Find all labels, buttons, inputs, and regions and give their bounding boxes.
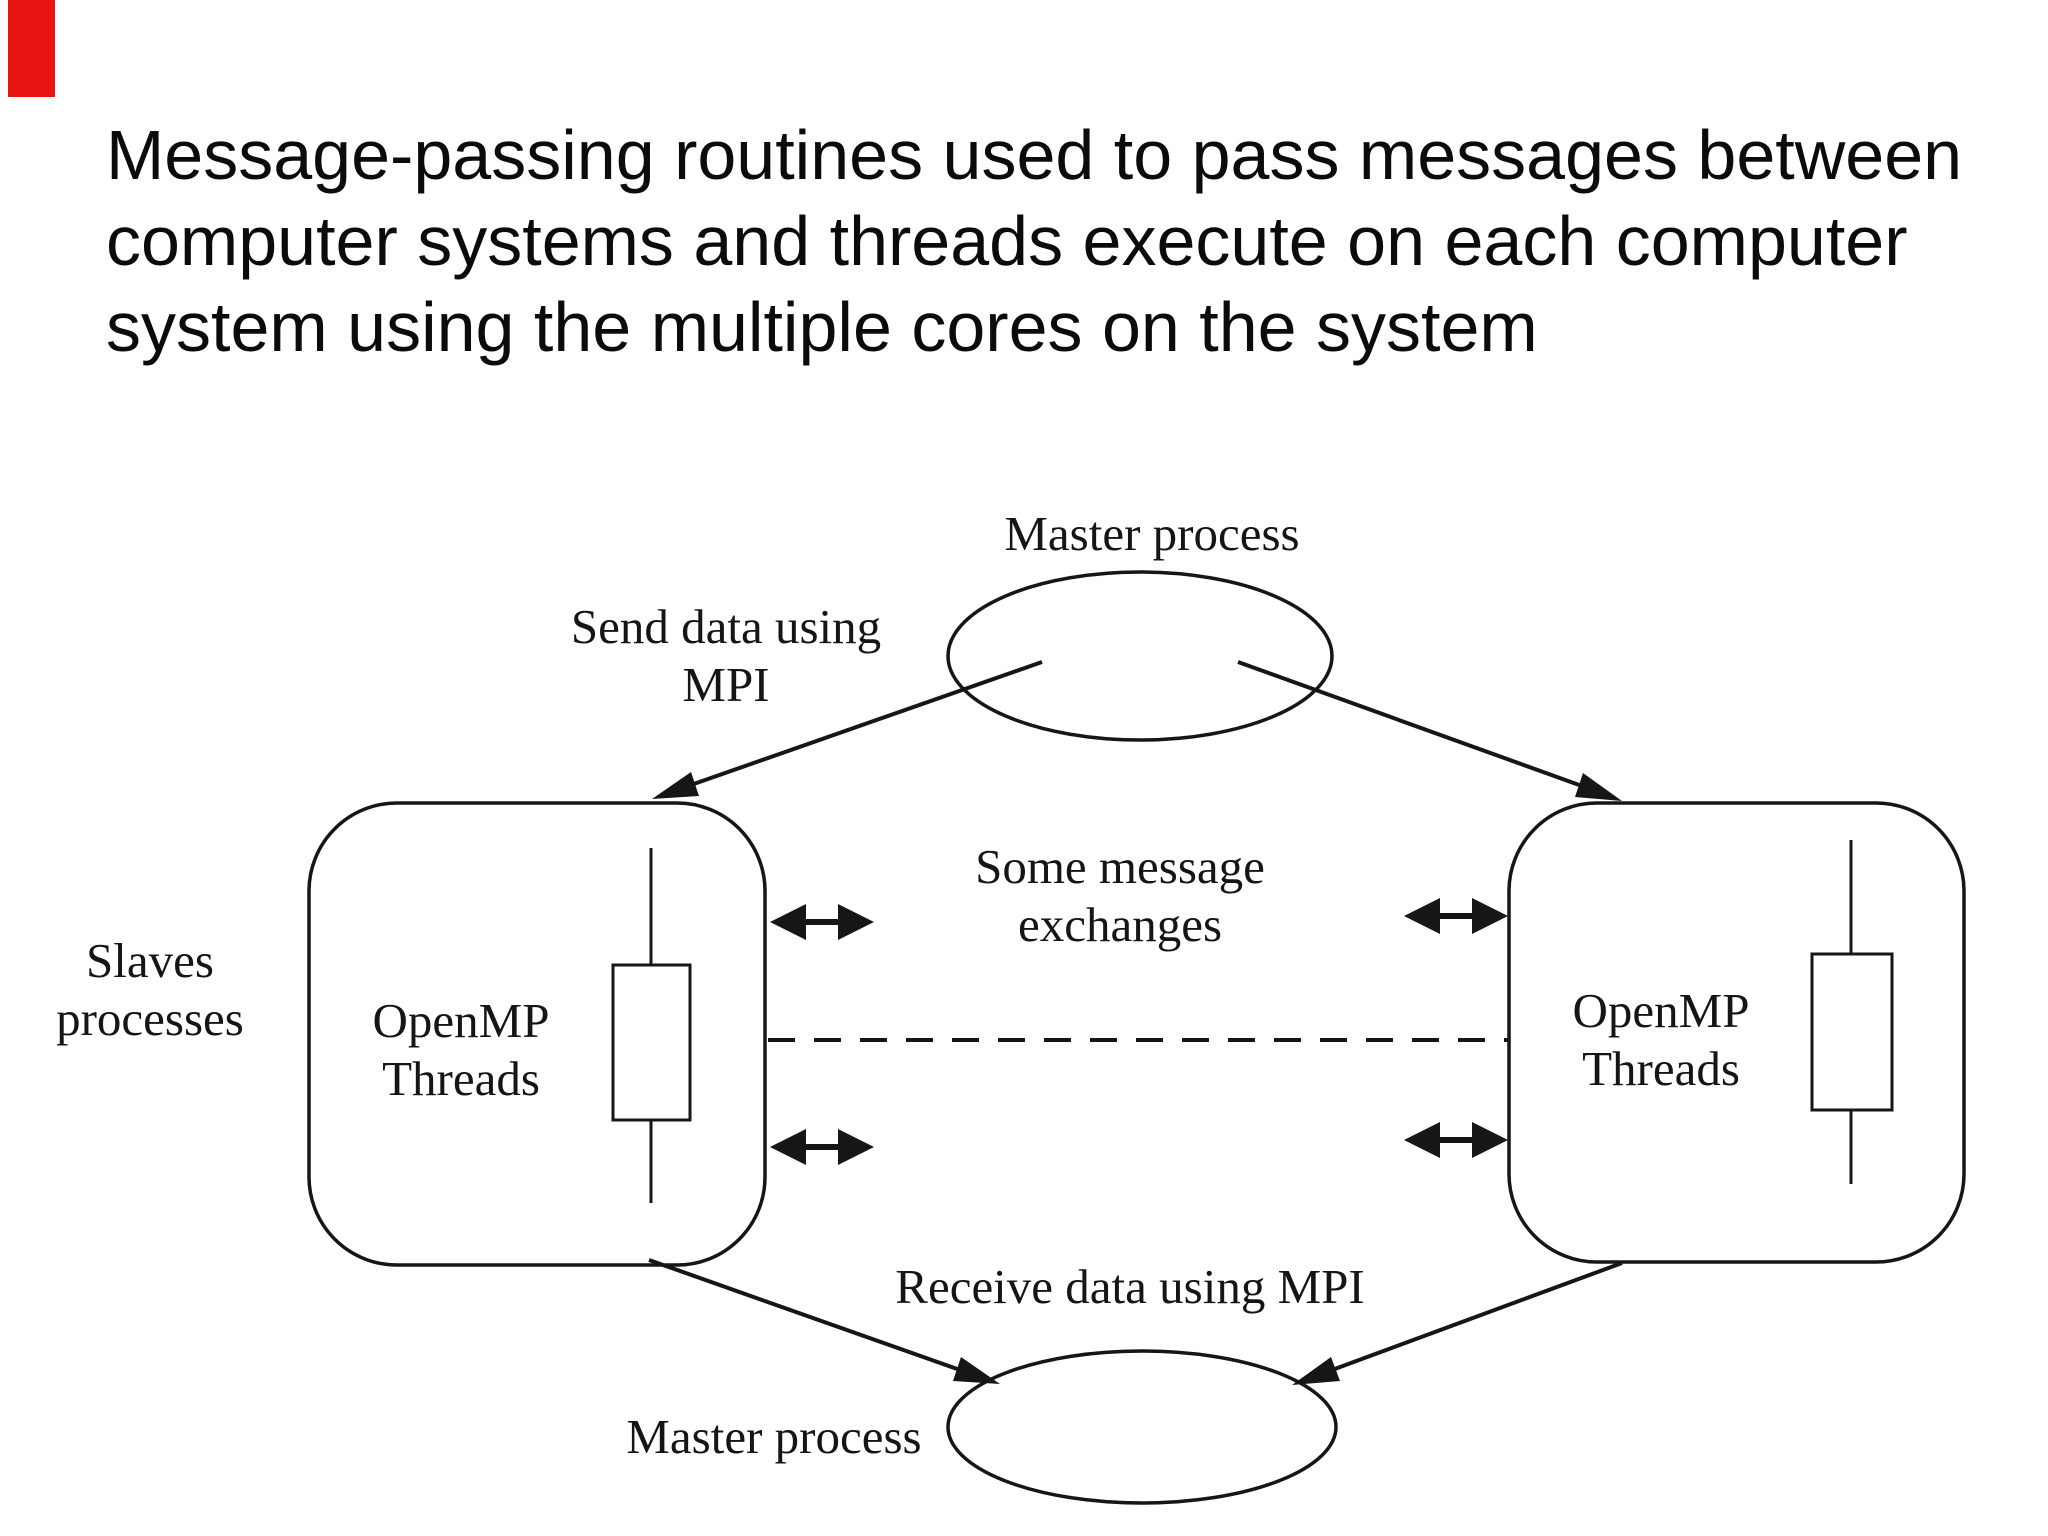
send-arrow-right-head [1575, 773, 1622, 801]
thread-symbol-right [1810, 840, 1894, 1184]
thread-box-left [611, 963, 692, 1122]
slide-title: Message-passing routines used to pass me… [106, 112, 1966, 370]
message-exchange-arrow-bottom-right [1404, 1122, 1508, 1158]
send-data-label: Send data using MPI [571, 598, 881, 714]
openmp-threads-label-left: OpenMP Threads [373, 992, 550, 1108]
receive-arrow-right-head [1292, 1357, 1340, 1385]
slaves-processes-label: Slaves processes [56, 932, 244, 1048]
openmp-threads-label-right: OpenMP Threads [1573, 982, 1750, 1098]
thread-box-right [1810, 952, 1894, 1112]
openmp-right-line1: OpenMP [1572, 983, 1750, 1038]
thread-symbol-left [611, 848, 692, 1203]
master-process-bottom-label: Master process [626, 1409, 922, 1464]
send-data-label-line1: Send data using [570, 599, 882, 654]
slave-box-left [307, 801, 767, 1267]
message-exchange-arrow-top-left [770, 904, 874, 940]
receive-arrow-left-head [953, 1357, 1000, 1384]
title-line-1: Message-passing routines used to pass me… [106, 116, 1963, 194]
red-accent-bar [8, 0, 55, 97]
receive-arrow-left [648, 1258, 1000, 1384]
receive-arrow-right [1292, 1261, 1623, 1385]
openmp-left-line1: OpenMP [372, 993, 550, 1048]
slaves-label-line2: processes [56, 991, 244, 1046]
slave-box-right [1507, 801, 1966, 1264]
master-process-top-label: Master process [1004, 506, 1300, 561]
master-process-bottom-ellipse [946, 1349, 1338, 1505]
receive-data-label: Receive data using MPI [895, 1259, 1365, 1314]
message-exchange-arrow-top-right [1404, 898, 1508, 934]
master-process-top-ellipse [946, 570, 1334, 742]
openmp-left-line2: Threads [382, 1051, 540, 1106]
slaves-label-line1: Slaves [86, 933, 214, 988]
title-line-3: system using the multiple cores on the s… [106, 288, 1538, 366]
title-line-2: computer systems and threads execute on … [106, 202, 1908, 280]
some-message-exchanges-label: Some message exchanges [975, 838, 1265, 954]
send-arrow-right [1237, 660, 1622, 801]
send-data-label-line2: MPI [682, 657, 770, 712]
some-message-line1: Some message [975, 839, 1265, 894]
openmp-right-line2: Threads [1582, 1041, 1740, 1096]
send-arrow-left-head [652, 772, 699, 799]
send-arrow-left [652, 660, 1043, 799]
some-message-line2: exchanges [1017, 897, 1223, 952]
message-exchange-arrow-bottom-left [770, 1129, 874, 1165]
